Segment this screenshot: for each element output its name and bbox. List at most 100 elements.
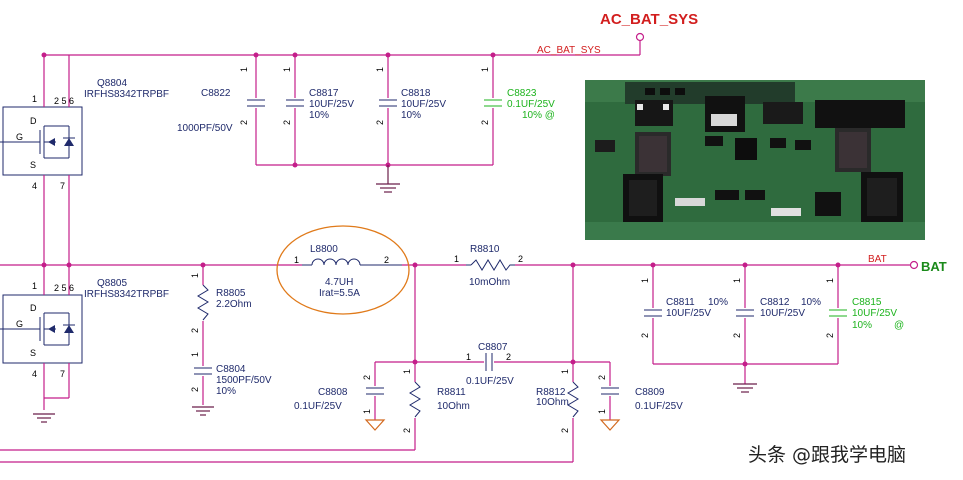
c8812-tol: 10% xyxy=(801,297,821,308)
junction xyxy=(253,52,259,58)
c8812-value: 10UF/25V xyxy=(760,308,805,319)
c8818-symbol xyxy=(379,98,397,108)
r8811-ref: R8811 xyxy=(437,387,466,398)
junction xyxy=(412,359,418,365)
c8811-tol: 10% xyxy=(708,297,728,308)
q8805-pin1: 1 xyxy=(32,281,37,291)
pin-label: 2 xyxy=(597,375,607,380)
c8823-tol: 10% @ xyxy=(522,110,555,121)
junction xyxy=(490,52,496,58)
c8815-at: @ xyxy=(894,320,904,331)
junction xyxy=(292,52,298,58)
q8804-g: G xyxy=(16,132,23,142)
c8818-tol: 10% xyxy=(401,110,421,121)
junction xyxy=(385,52,391,58)
r8812-ref: R8812 xyxy=(536,387,566,398)
q8805-pin7: 7 xyxy=(60,369,65,379)
c8823-value: 0.1UF/25V xyxy=(507,99,555,110)
c8807-value: 0.1UF/25V xyxy=(466,376,514,387)
pin-label: 1 xyxy=(480,67,490,72)
pin-label: 1 xyxy=(282,67,292,72)
pin-label: 2 xyxy=(375,120,385,125)
pin-label: 1 xyxy=(466,352,471,362)
l8800-irat: Irat=5.5A xyxy=(319,288,360,299)
pin-label: 2 xyxy=(190,387,200,392)
pin-label: 1 xyxy=(294,255,299,265)
c8817-tol: 10% xyxy=(309,110,329,121)
c8808-value: 0.1UF/25V xyxy=(294,401,342,412)
q8805-pins: 2 5 6 xyxy=(54,283,74,293)
ground-symbol xyxy=(33,413,55,423)
q8804-part: IRFHS8342TRPBF xyxy=(84,89,169,100)
c8815-tol: 10% xyxy=(852,320,872,331)
c8804-value: 1500PF/50V xyxy=(216,375,272,386)
q8805-g: G xyxy=(16,319,23,329)
q8805-pin4: 4 xyxy=(32,369,37,379)
r8811-value: 10Ohm xyxy=(437,401,470,412)
c8815-symbol xyxy=(829,308,847,318)
c8804-tol: 10% xyxy=(216,386,236,397)
pin-label: 2 xyxy=(362,375,372,380)
junction xyxy=(41,52,47,58)
pin-label: 1 xyxy=(597,409,607,414)
watermark: 头条 @跟我学电脑 xyxy=(748,444,907,466)
pin-label: 2 xyxy=(825,333,835,338)
pin-label: 2 xyxy=(732,333,742,338)
c8812-symbol xyxy=(736,308,754,318)
r8812-symbol xyxy=(566,381,580,418)
q8805-ref: Q8805 xyxy=(97,278,127,289)
r8810-symbol xyxy=(466,259,515,271)
ground-symbol xyxy=(192,406,214,416)
c8822-symbol xyxy=(247,98,265,108)
pin-label: 2 xyxy=(402,428,412,433)
r8805-value: 2.2Ohm xyxy=(216,299,252,310)
l8800-value: 4.7UH xyxy=(325,277,353,288)
c8807-ref: C8807 xyxy=(478,342,508,353)
pin-label: 1 xyxy=(454,254,459,264)
pin-label: 1 xyxy=(362,409,372,414)
pin-label: 2 xyxy=(384,255,389,265)
bat-title: BAT xyxy=(921,259,947,274)
q8805-mosfet xyxy=(0,265,83,410)
q8804-ref: Q8804 xyxy=(97,78,127,89)
c8823-ref: C8823 xyxy=(507,88,537,99)
ac-bat-sys-net-label: AC_BAT_SYS xyxy=(537,45,601,56)
pin-label: 2 xyxy=(190,328,200,333)
c8811-symbol xyxy=(644,308,662,318)
c8815-ref: C8815 xyxy=(852,297,882,308)
pin-label: 2 xyxy=(480,120,490,125)
q8804-mosfet xyxy=(0,55,83,265)
ground-symbol xyxy=(733,383,757,393)
c8815-value: 10UF/25V xyxy=(852,308,897,319)
c8804-symbol xyxy=(194,366,212,376)
bat-net-label: BAT xyxy=(868,254,887,265)
r8805-symbol xyxy=(196,284,210,321)
c8823-symbol xyxy=(484,98,502,108)
q8804-d: D xyxy=(30,116,37,126)
q8805-d: D xyxy=(30,303,37,313)
l8800-ref: L8800 xyxy=(310,244,338,255)
q8804-pin4: 4 xyxy=(32,181,37,191)
ground-symbol xyxy=(364,419,386,431)
pin-label: 1 xyxy=(190,273,200,278)
junction xyxy=(570,359,576,365)
pin-label: 1 xyxy=(560,369,570,374)
c8817-symbol xyxy=(286,98,304,108)
ac-bat-sys-title: AC_BAT_SYS xyxy=(600,11,698,28)
r8810-ref: R8810 xyxy=(470,244,500,255)
q8804-pins: 2 5 6 xyxy=(54,96,74,106)
c8809-symbol xyxy=(601,386,619,396)
c8808-symbol xyxy=(366,386,384,396)
c8811-ref: C8811 xyxy=(666,297,695,308)
c8809-ref: C8809 xyxy=(635,387,665,398)
pin-label: 1 xyxy=(640,278,650,283)
q8804-pin1: 1 xyxy=(32,94,37,104)
pin-label: 1 xyxy=(190,352,200,357)
c8818-ref: C8818 xyxy=(401,88,431,99)
ac-bat-sys-terminal xyxy=(635,32,645,42)
pin-label: 2 xyxy=(560,428,570,433)
r8805-ref: R8805 xyxy=(216,288,246,299)
c8822-value: 1000PF/50V xyxy=(177,123,233,134)
